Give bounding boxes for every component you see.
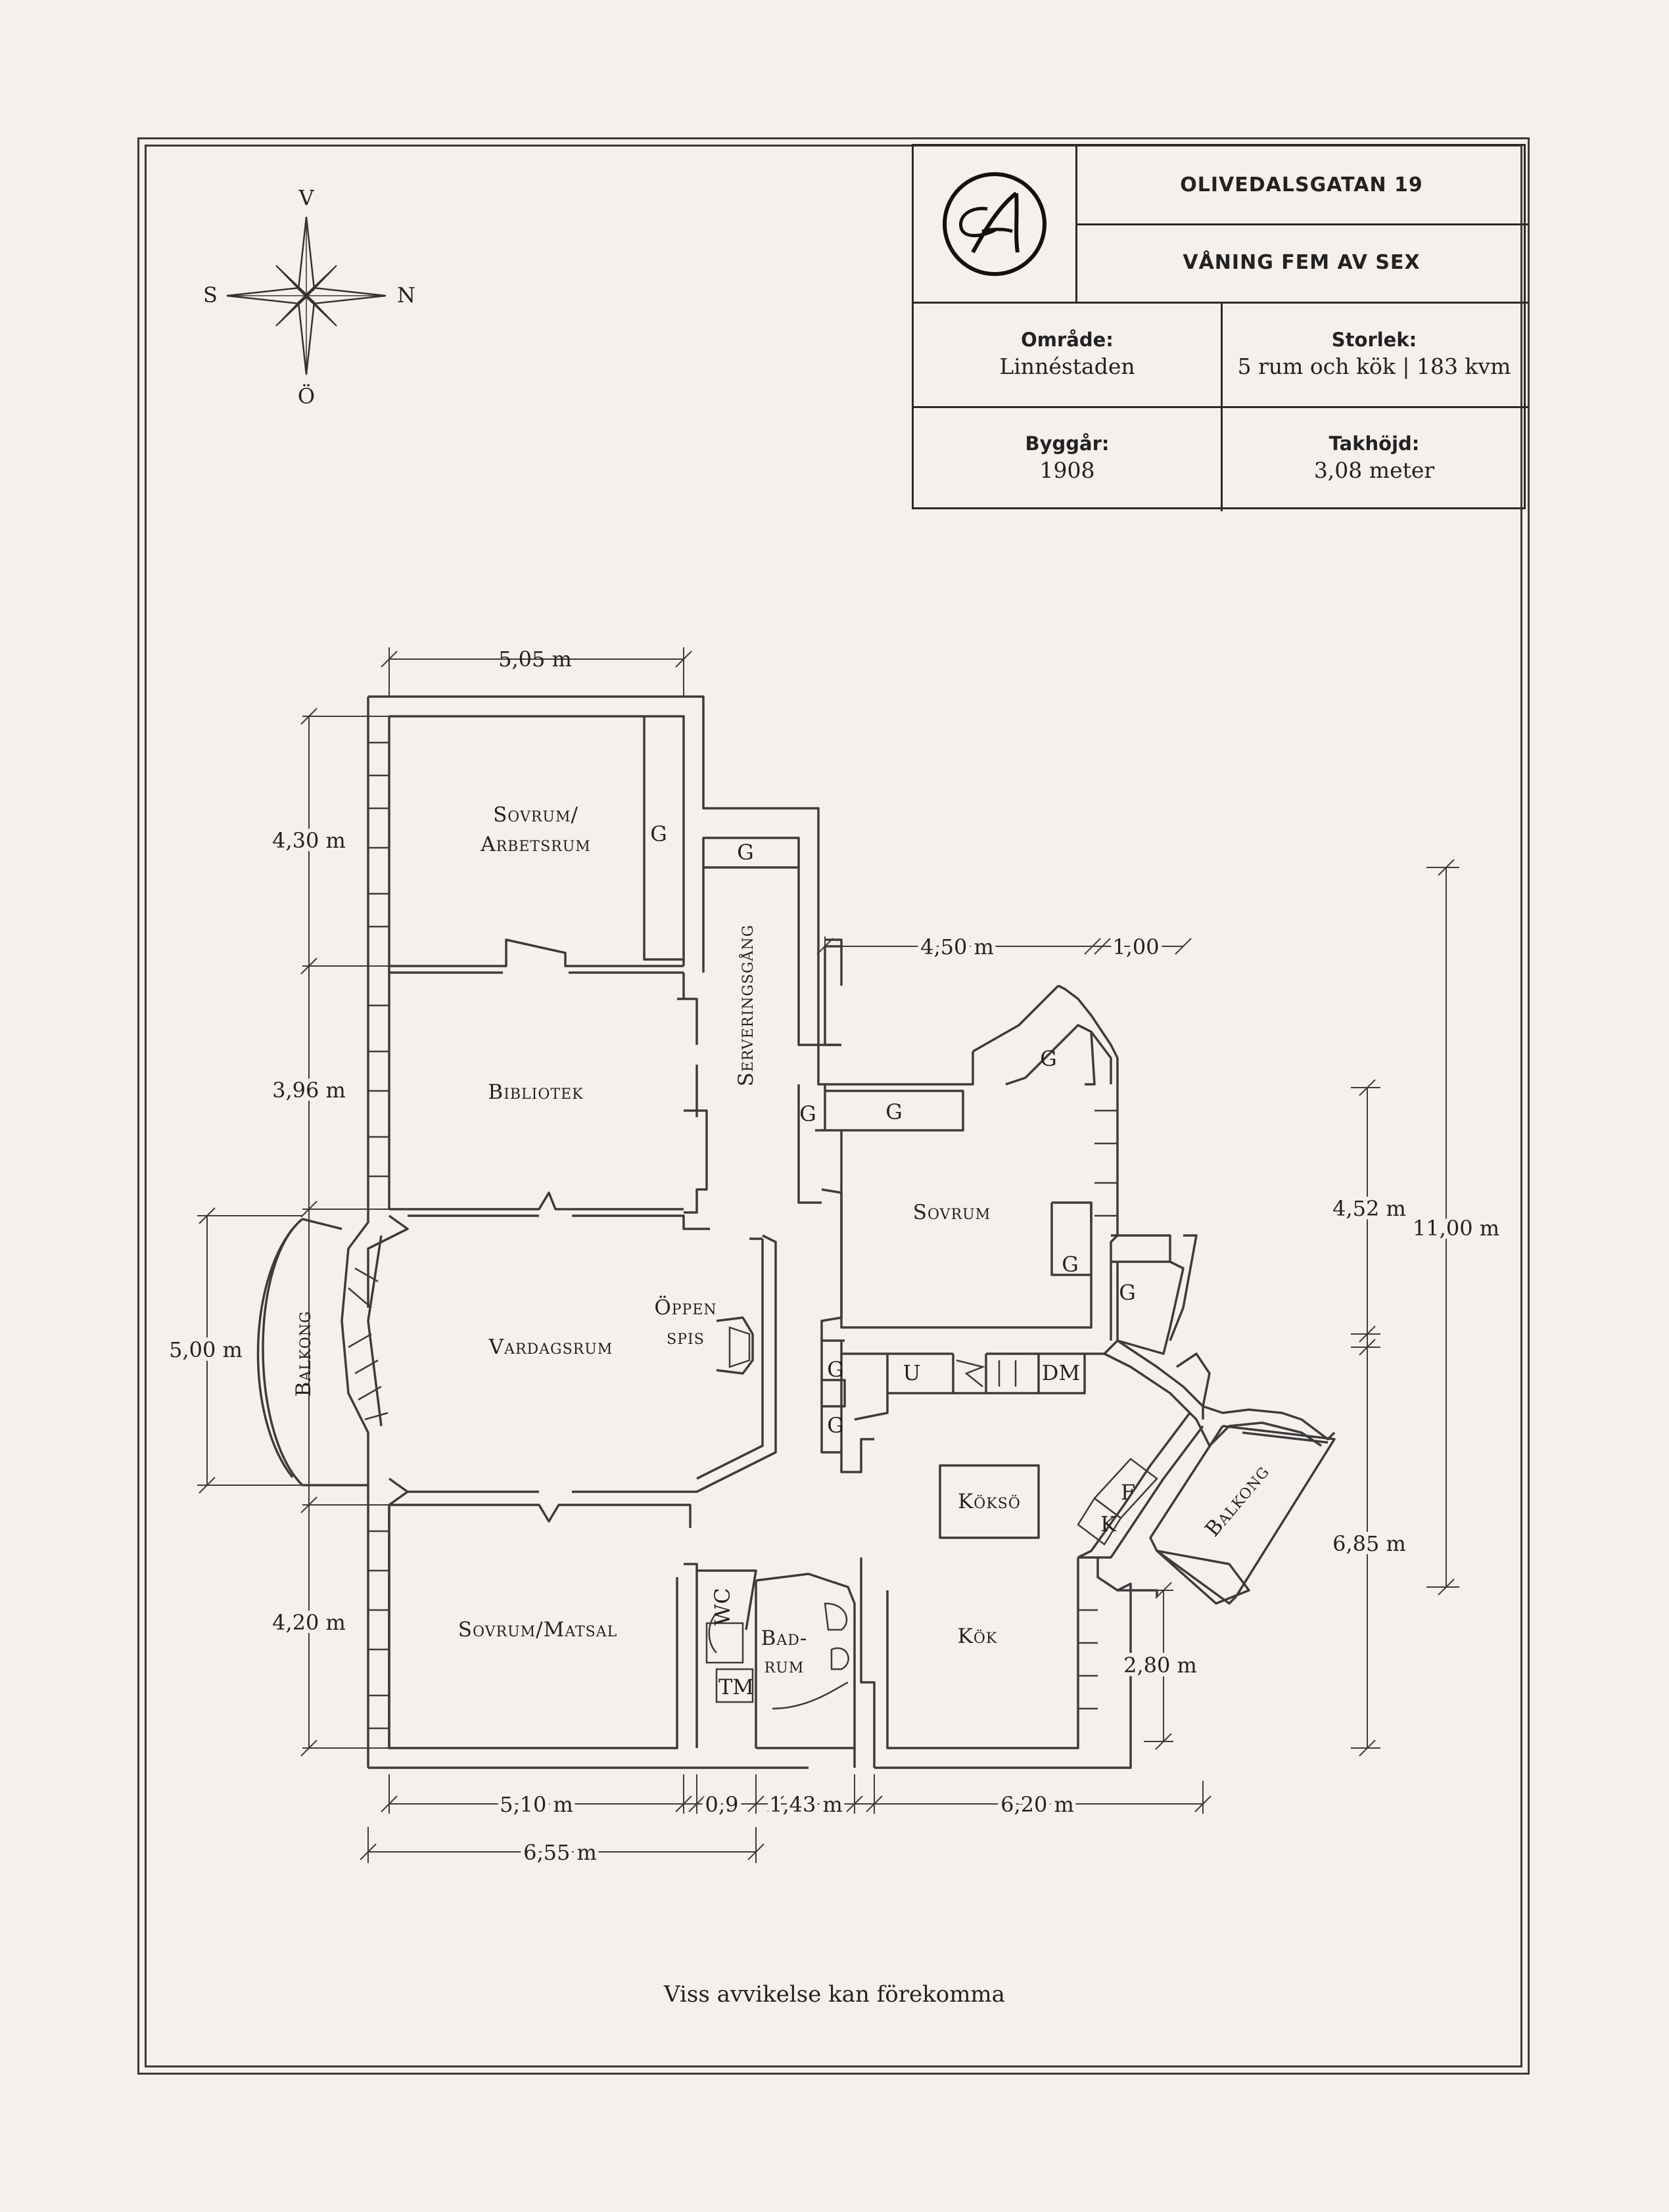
dim-655: 6,55 m — [523, 1840, 597, 1865]
walls — [256, 695, 1336, 1769]
dim-450: 4,50 m — [920, 934, 994, 959]
label-g-2: G — [737, 840, 754, 865]
label-g-5: G — [885, 1099, 903, 1124]
room-sovrum-arbetsrum-line2: Arbetsrum — [480, 833, 591, 856]
dim-505: 5,05 m — [498, 647, 572, 672]
disclaimer: Viss avvikelse kan förekomma — [664, 1981, 1005, 2008]
room-oppen-spis-line2: spis — [667, 1325, 705, 1349]
year-value: 1908 — [1039, 457, 1095, 483]
area-cell: Område: Linnéstaden — [914, 302, 1221, 406]
year-label: Byggår: — [1025, 432, 1110, 455]
size-label: Storlek: — [1331, 329, 1417, 351]
label-tm: TM — [718, 1674, 754, 1699]
room-vardagsrum: Vardagsrum — [488, 1335, 613, 1359]
dim-420: 4,20 m — [272, 1610, 346, 1635]
room-balkong-right: Balkong — [1200, 1460, 1274, 1541]
dim-280: 2,80 m — [1123, 1653, 1197, 1678]
compass-rose-icon — [226, 216, 387, 375]
label-g-3: G — [1040, 1046, 1057, 1071]
dim-143: 1,43 m — [769, 1792, 843, 1817]
area-value: Linnéstaden — [999, 354, 1135, 379]
room-badrum-line2: rum — [764, 1654, 805, 1678]
label-k: K — [1100, 1511, 1117, 1536]
room-bibliotek: Bibliotek — [488, 1080, 583, 1104]
area-label: Område: — [1021, 329, 1114, 351]
dim-452: 4,52 m — [1332, 1196, 1406, 1221]
title-block: OLIVEDALSGATAN 19 VÅNING FEM AV SEX Områ… — [912, 144, 1528, 511]
dimension-lines — [197, 647, 1459, 1863]
room-badrum-line1: Bad- — [761, 1626, 808, 1650]
height-label: Takhöjd: — [1328, 432, 1420, 455]
monogram-logo-icon — [943, 172, 1046, 276]
label-g-8: G — [827, 1357, 844, 1382]
height-cell: Takhöjd: 3,08 meter — [1221, 406, 1528, 509]
room-sovrum-arbetsrum-line1: Sovrum/ — [493, 803, 578, 827]
label-g-1: G — [650, 821, 667, 846]
room-serveringsgang: Serveringsgång — [734, 925, 758, 1086]
compass-n: N — [397, 283, 415, 308]
inner-frame — [145, 145, 1522, 2067]
dim-1100: 11,00 m — [1413, 1216, 1499, 1241]
label-g-9: G — [827, 1413, 844, 1438]
size-value: 5 rum och kök | 183 kvm — [1237, 354, 1511, 379]
size-cell: Storlek: 5 rum och kök | 183 kvm — [1221, 302, 1528, 406]
year-cell: Byggår: 1908 — [914, 406, 1221, 509]
height-value: 3,08 meter — [1313, 457, 1435, 483]
dim-430: 4,30 m — [272, 828, 346, 853]
compass-o: Ö — [298, 384, 315, 409]
label-g-7: G — [1119, 1280, 1136, 1305]
label-g-6: G — [1062, 1252, 1079, 1277]
label-wc: WC — [710, 1588, 735, 1625]
dim-685: 6,85 m — [1332, 1531, 1406, 1556]
room-balkong-left: Balkong — [292, 1311, 316, 1397]
dim-100: 1,00 — [1112, 934, 1159, 959]
label-u: U — [903, 1360, 921, 1385]
dim-510: 5,10 m — [500, 1792, 573, 1817]
floor: VÅNING FEM AV SEX — [1183, 251, 1421, 274]
room-oppen-spis-line1: Öppen — [654, 1295, 717, 1320]
label-g-4: G — [799, 1101, 816, 1126]
dim-620: 6,20 m — [1000, 1792, 1074, 1817]
room-sovrum-matsal: Sovrum/Matsal — [458, 1618, 618, 1642]
label-dm: DM — [1042, 1360, 1080, 1385]
compass-v: V — [298, 185, 314, 210]
label-f: F — [1121, 1480, 1135, 1505]
dim-09: 0,9 — [705, 1792, 739, 1817]
compass-s: S — [203, 283, 218, 308]
room-sovrum: Sovrum — [913, 1201, 991, 1224]
room-kokso: Köksö — [958, 1490, 1021, 1513]
dim-396: 3,96 m — [272, 1078, 346, 1103]
dim-500: 5,00 m — [169, 1337, 243, 1362]
outer-frame — [137, 137, 1530, 2075]
address: OLIVEDALSGATAN 19 — [1180, 173, 1423, 196]
logo — [914, 146, 1075, 302]
room-kok: Kök — [958, 1624, 998, 1648]
